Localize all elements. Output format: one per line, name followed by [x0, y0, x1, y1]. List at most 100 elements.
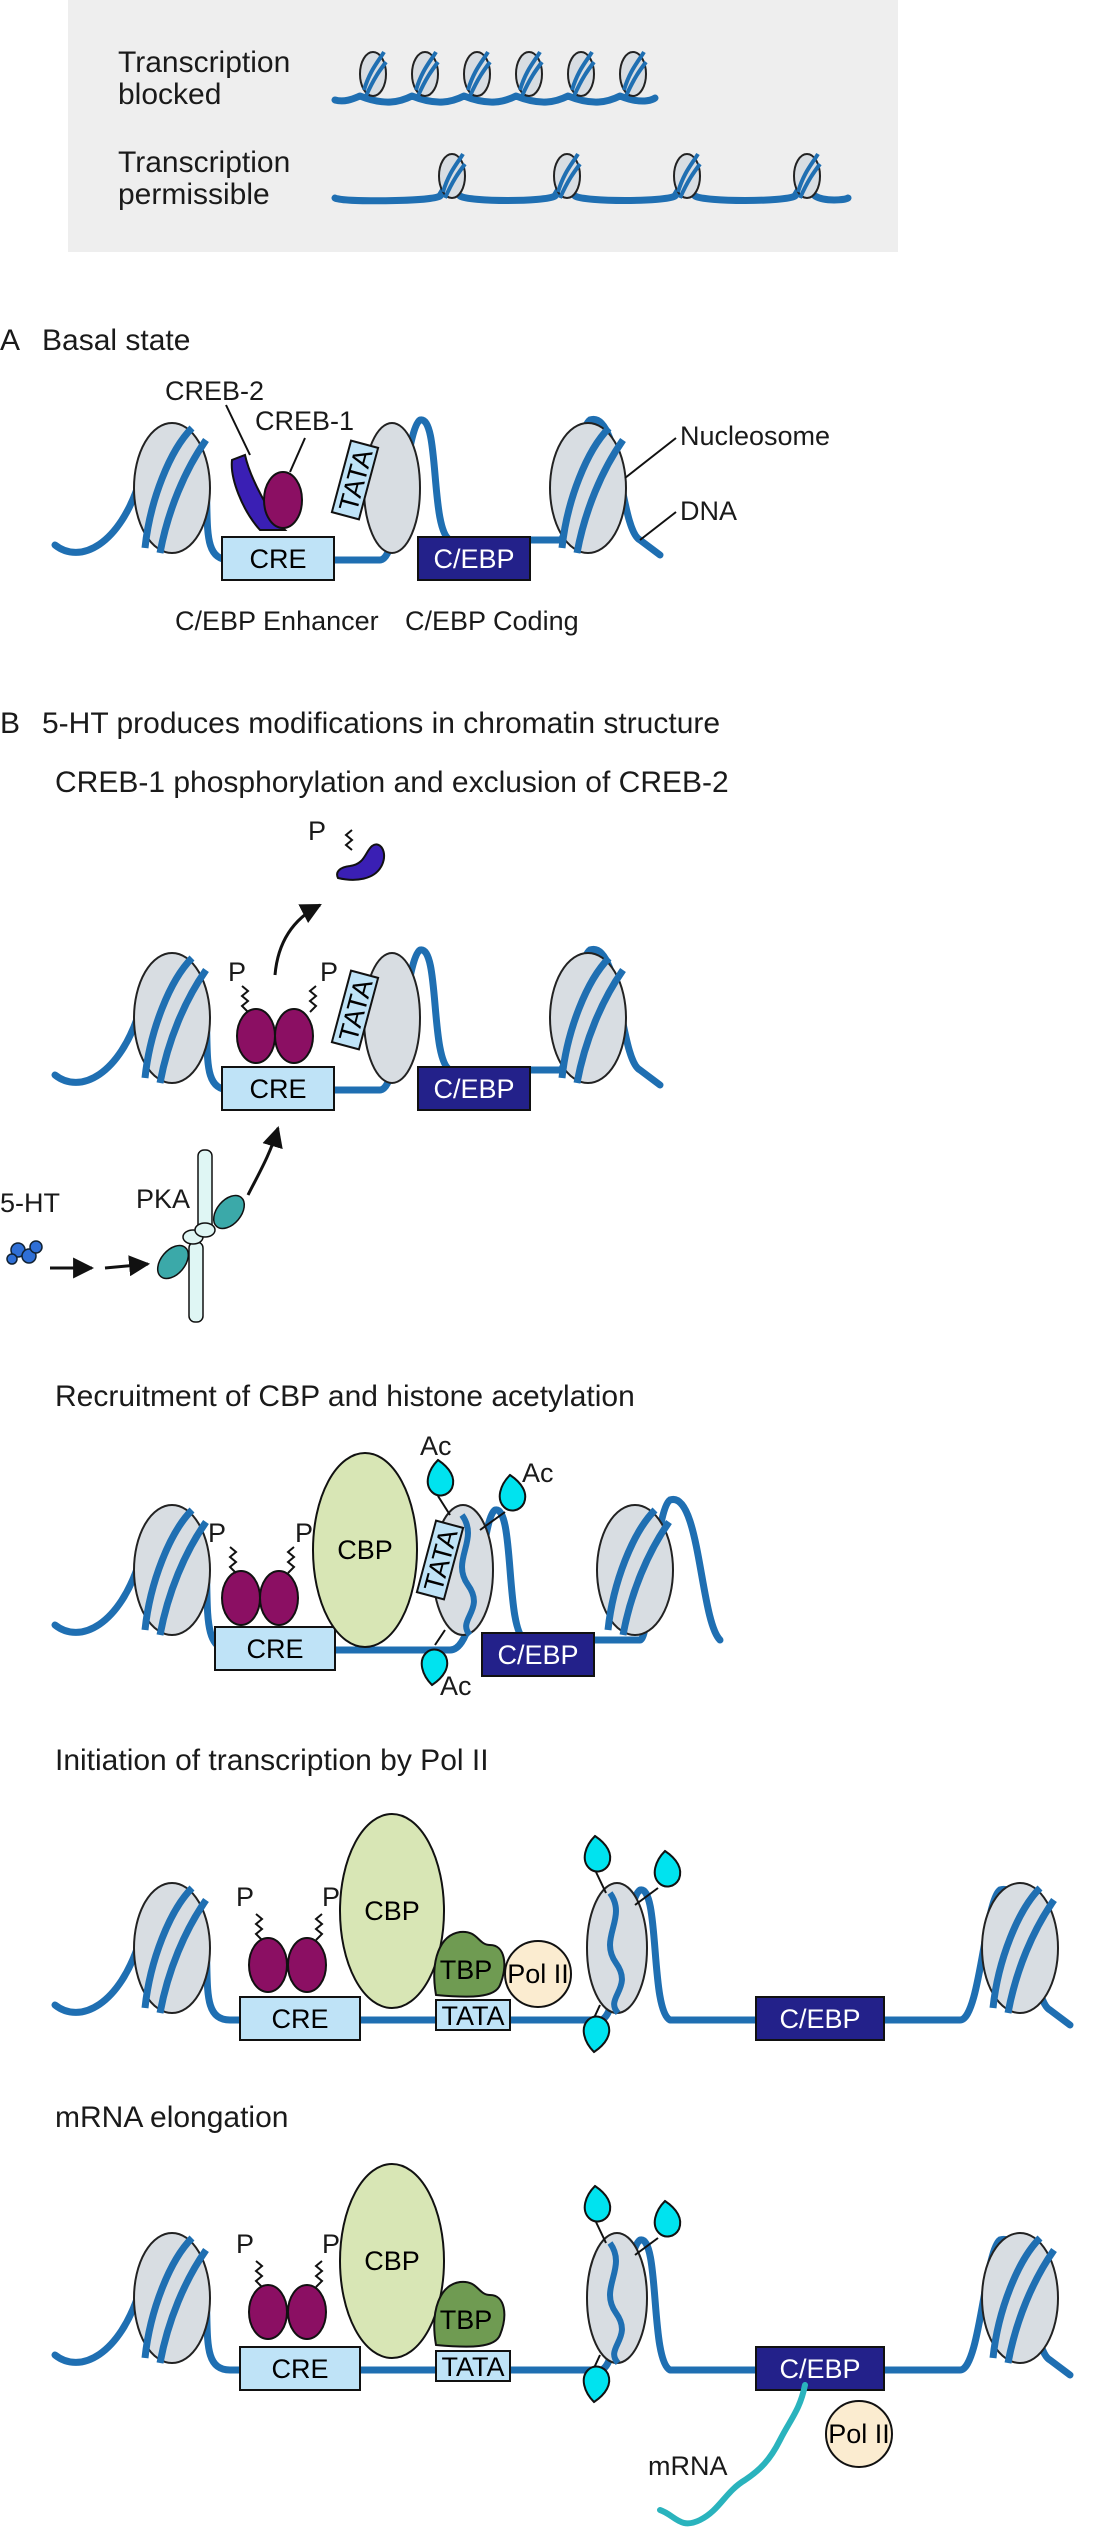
- tbp-protein: [433, 2280, 506, 2348]
- tbp-protein: [433, 1930, 506, 1998]
- serotonin-label: 5-HT: [0, 1188, 60, 1218]
- panel-b-title: 5-HT produces modifications in chromatin…: [42, 707, 720, 740]
- phosphate-link: [254, 2260, 264, 2288]
- tata-box: [435, 2350, 511, 2382]
- legend-blocked-dna: [331, 92, 659, 106]
- phosphate-label: P: [322, 2229, 340, 2259]
- legend-blocked-label-line2: blocked: [118, 78, 221, 111]
- phosphate-label: P: [322, 1882, 340, 1912]
- creb1-protein: [248, 2284, 288, 2340]
- legend-blocked-label-line1: Transcription: [118, 46, 290, 79]
- serotonin-molecule: [6, 1240, 43, 1265]
- acetyl-label: Ac: [420, 1431, 452, 1461]
- nucleosome: [133, 952, 211, 1084]
- acetyl-group: [583, 2184, 612, 2223]
- pol2-label: Pol II: [507, 1959, 569, 1989]
- creb1-protein: [221, 1570, 261, 1626]
- cebp-box: [481, 1632, 595, 1677]
- phosphate-link: [344, 829, 354, 851]
- phosphate-label: P: [236, 1882, 254, 1912]
- legend-panel: Transcription blocked Transcription perm…: [68, 0, 898, 252]
- cre-box: [221, 1066, 335, 1111]
- acetyl-group: [653, 2199, 682, 2238]
- pka-regulatory-chain: [188, 1241, 204, 1323]
- nucleosome: [981, 2232, 1059, 2364]
- panel-b-letter: B: [0, 707, 20, 740]
- acetyl-groups: [582, 2184, 682, 2404]
- pka-regulatory-chain: [197, 1149, 213, 1233]
- cre-label: CRE: [249, 1074, 306, 1104]
- pka-catalytic-subunit: [212, 1194, 246, 1230]
- acetyl-group: [420, 1648, 449, 1687]
- panel-a-letter: A: [0, 324, 20, 357]
- cre-label: CRE: [246, 1634, 303, 1664]
- tata-label: TATA: [442, 2352, 505, 2382]
- tata-box: [435, 1999, 511, 2031]
- acetyl-groups: [582, 1834, 682, 2054]
- cebp-label: C/EBP: [433, 544, 514, 574]
- nucleosome: [596, 1504, 674, 1636]
- nucleosome-pointer: [624, 437, 677, 479]
- creb2-pointer: [225, 404, 251, 456]
- legend-permissible-nucleosomes: [438, 152, 822, 199]
- dna-label: DNA: [680, 496, 737, 526]
- cbp-label: CBP: [337, 1535, 393, 1565]
- panel-a-title: Basal state: [42, 324, 190, 357]
- step4-title: mRNA elongation: [55, 2101, 288, 2134]
- phosphate-label: P: [295, 1518, 313, 1548]
- mrna-label: mRNA: [648, 2451, 728, 2481]
- step1-title: CREB-1 phosphorylation and exclusion of …: [55, 766, 729, 799]
- step4-mrna-elongation: mRNA elongation CRE TATA C/EBP P P CBP T…: [51, 2101, 1074, 2527]
- legend-permissible-label-line2: permissible: [118, 178, 270, 211]
- creb1-protein: [236, 1008, 276, 1064]
- acetyl-label: Ac: [440, 1671, 472, 1701]
- tbp-label: TBP: [440, 2305, 493, 2335]
- acetyl-group: [582, 2365, 611, 2404]
- acetyl-group: [653, 1849, 682, 1888]
- cbp-label: CBP: [364, 2246, 420, 2276]
- nucleosome: [363, 952, 421, 1084]
- step3-pol2-initiation: Initiation of transcription by Pol II CR…: [51, 1744, 1074, 2054]
- creb1-protein: [274, 1008, 314, 1064]
- phosphate-link: [308, 985, 318, 1013]
- acetyl-groups: Ac Ac Ac: [420, 1431, 554, 1701]
- pol2-enzyme: [825, 2400, 893, 2468]
- cre-label: CRE: [249, 544, 306, 574]
- mrna-strand: [657, 2382, 808, 2527]
- nucleosome: [981, 1882, 1059, 2014]
- creb2-protein: [230, 453, 288, 531]
- cre-box: [214, 1626, 336, 1671]
- cre-box: [221, 536, 335, 581]
- loosened-dna: [459, 1513, 477, 1638]
- cebp-box: [417, 1066, 531, 1111]
- cebp-label: C/EBP: [497, 1640, 578, 1670]
- acetyl-group: [498, 1473, 527, 1512]
- pka-label: PKA: [136, 1184, 190, 1214]
- tata-label: TATA: [442, 2001, 505, 2031]
- cre-box: [239, 2346, 361, 2391]
- pka-to-creb-arrow: [246, 1125, 283, 1196]
- phosphate-label: P: [228, 957, 246, 987]
- pka-enzyme: [156, 1149, 246, 1323]
- phosphate-link: [240, 985, 250, 1013]
- pol2-label: Pol II: [828, 2419, 890, 2449]
- nucleosome: [133, 1504, 211, 1636]
- cbp-protein: [312, 1452, 418, 1648]
- loosened-dna: [607, 2241, 625, 2366]
- phosphate-label: P: [320, 957, 338, 987]
- legend-permissible-label-line1: Transcription: [118, 146, 290, 179]
- exclusion-arrow: [273, 903, 322, 976]
- phosphate-link: [314, 1913, 324, 1941]
- acetyl-group: [582, 2015, 611, 2054]
- acetyl-group: [583, 1834, 612, 1873]
- creb1-protein: [263, 471, 303, 529]
- coding-caption: C/EBP Coding: [405, 606, 579, 636]
- phosphate-label: P: [236, 2229, 254, 2259]
- creb1-protein: [259, 1570, 299, 1626]
- nucleosome: [133, 1882, 211, 2014]
- phosphate-label: P: [208, 1518, 226, 1548]
- cbp-protein: [339, 1813, 445, 2009]
- phosphate-link: [254, 1913, 264, 1941]
- phosphate-label: P: [308, 816, 326, 846]
- creb2-excluded: [336, 843, 386, 881]
